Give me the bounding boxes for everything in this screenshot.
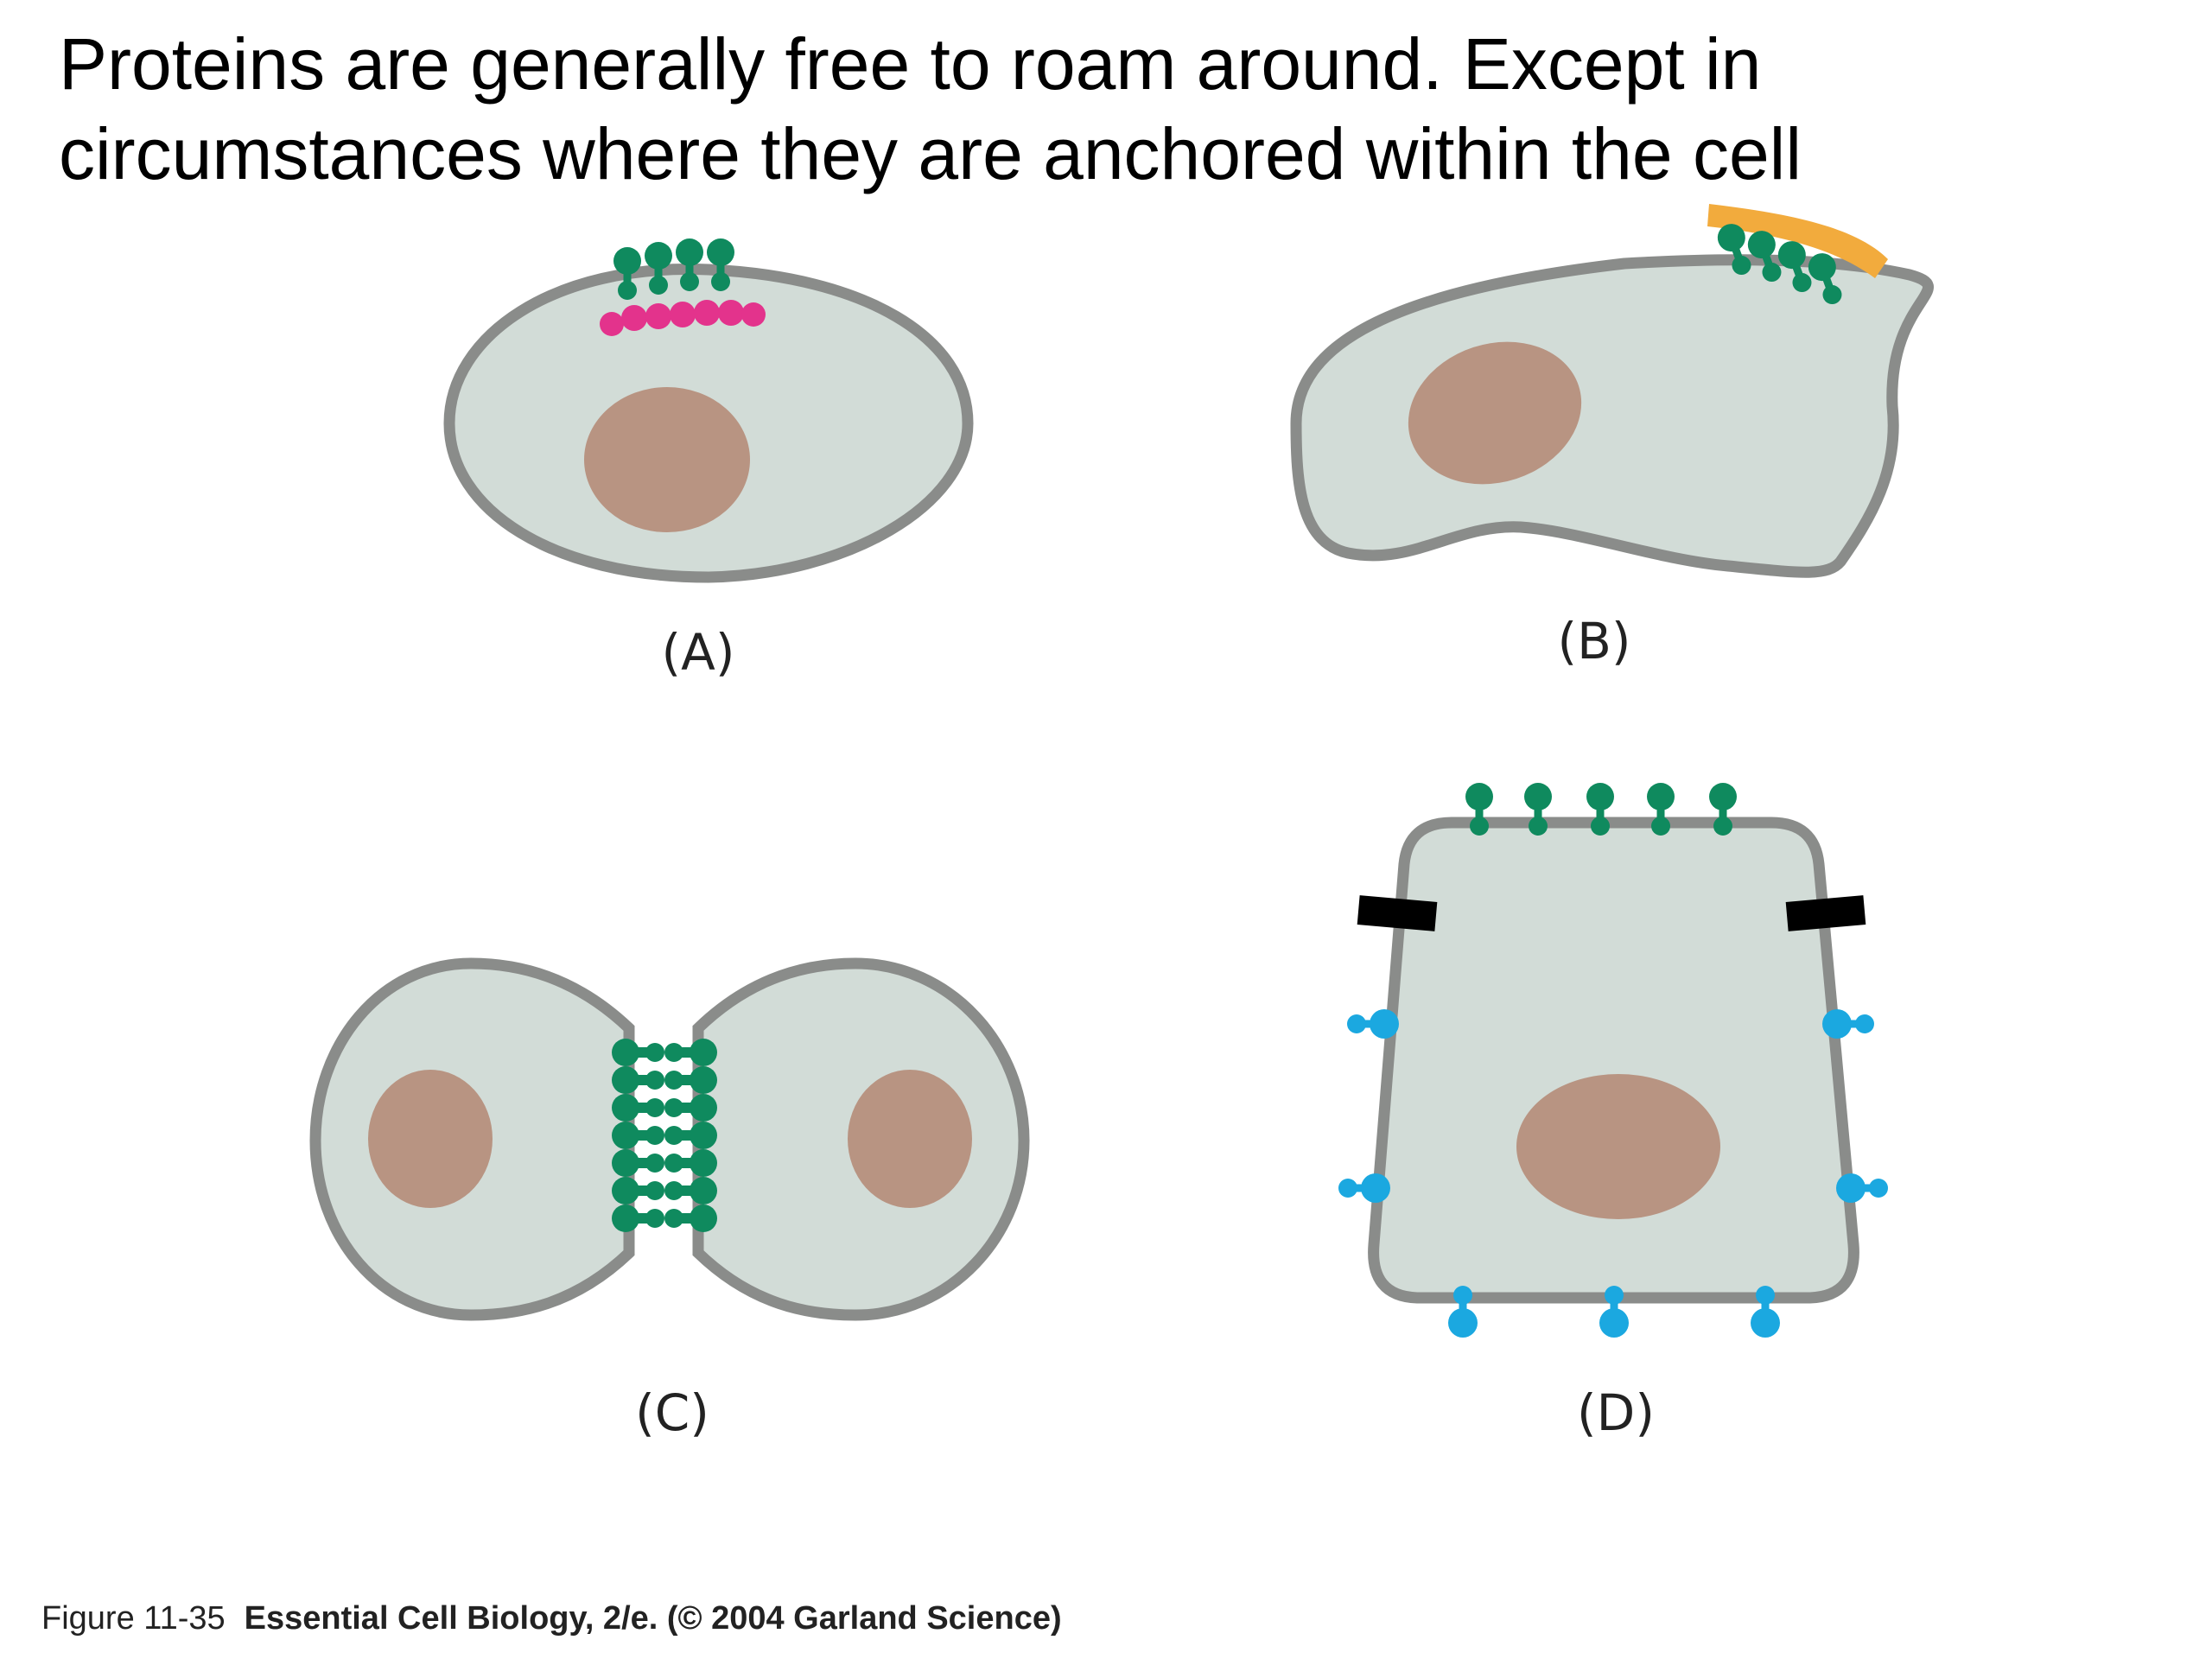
panel-d: (D) [1338, 783, 1888, 1442]
panel-b-nucleus [1408, 341, 1582, 485]
panel-d-nucleus [1516, 1074, 1720, 1219]
title-line-2: circumstances where they are anchored wi… [59, 113, 1802, 194]
panel-b: (B) [1290, 204, 1934, 671]
panel-a-label: (A) [662, 623, 735, 682]
panel-c-right-nucleus [848, 1070, 972, 1208]
panel-a: (A) [443, 238, 974, 682]
panel-d-cell-membrane [1368, 817, 1859, 1304]
panel-b-cell-membrane [1290, 254, 1934, 578]
panel-d-label: (D) [1577, 1383, 1655, 1442]
panel-d-tight-junction-right [1785, 895, 1866, 931]
panel-b-extracellular-matrix [1707, 204, 1888, 278]
title-line-1: Proteins are generally free to roam arou… [59, 23, 1762, 105]
slide-title: Proteins are generally free to roam arou… [59, 19, 2046, 199]
figure-source: Essential Cell Biology, 2/e. (© 2004 Gar… [244, 1600, 1062, 1637]
panel-c-left-nucleus [368, 1070, 493, 1208]
figure-caption: Figure 11-35 Essential Cell Biology, 2/e.… [41, 1600, 1062, 1637]
green-protein-icon [612, 1039, 717, 1232]
figure-number: Figure 11-35 [41, 1600, 226, 1637]
pink-anchor-icon [600, 300, 766, 336]
panel-a-nucleus [584, 387, 750, 532]
panel-b-label: (B) [1557, 612, 1630, 671]
panel-c: (C) [309, 957, 1030, 1442]
panel-a-anchored-proteins [600, 238, 766, 336]
panel-c-label: (C) [635, 1383, 709, 1442]
panel-d-tight-junction-left [1357, 895, 1438, 931]
